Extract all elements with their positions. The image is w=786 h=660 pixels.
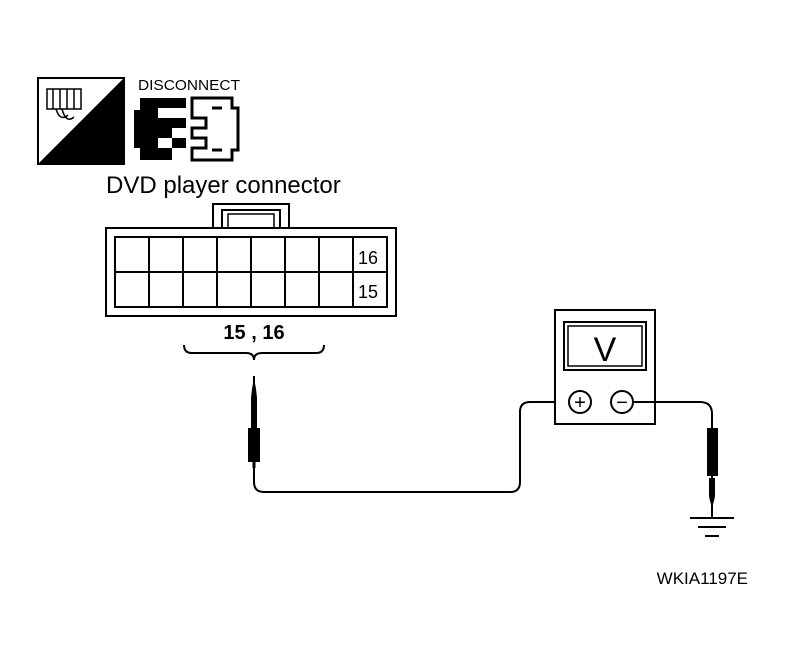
terminal-brace bbox=[183, 344, 325, 361]
terminals-label: 15 , 16 bbox=[223, 322, 284, 344]
positive-probe bbox=[248, 376, 260, 468]
negative-terminal-icon bbox=[610, 390, 634, 414]
disconnect-icon: DISCONNECT bbox=[134, 77, 240, 162]
negative-probe bbox=[707, 428, 718, 505]
meter-display: V bbox=[594, 331, 617, 369]
connector-sketch-icon bbox=[46, 88, 82, 120]
figure-code: WKIA1197E bbox=[657, 569, 748, 588]
negative-terminal-symbol: − bbox=[616, 392, 628, 414]
connector-title: DVD player connector bbox=[106, 172, 341, 199]
positive-terminal-icon bbox=[568, 390, 592, 414]
connector-right-half-icon bbox=[190, 96, 240, 162]
connector-left-half-icon bbox=[134, 98, 186, 160]
ground-icon bbox=[690, 502, 734, 537]
pin-grid bbox=[115, 237, 387, 307]
disconnect-label: DISCONNECT bbox=[138, 77, 240, 94]
pin-16-label: 16 bbox=[358, 248, 378, 268]
voltmeter: V + − bbox=[554, 309, 656, 425]
hs-label: H.S. bbox=[72, 137, 117, 163]
pin-15-label: 15 bbox=[358, 282, 378, 302]
positive-lead-wire bbox=[253, 401, 568, 493]
negative-lead-wire bbox=[634, 401, 713, 428]
dvd-player-connector: 16 15 bbox=[105, 203, 397, 317]
positive-terminal-symbol: + bbox=[574, 392, 586, 414]
harness-side-icon: H.S. bbox=[37, 77, 125, 165]
